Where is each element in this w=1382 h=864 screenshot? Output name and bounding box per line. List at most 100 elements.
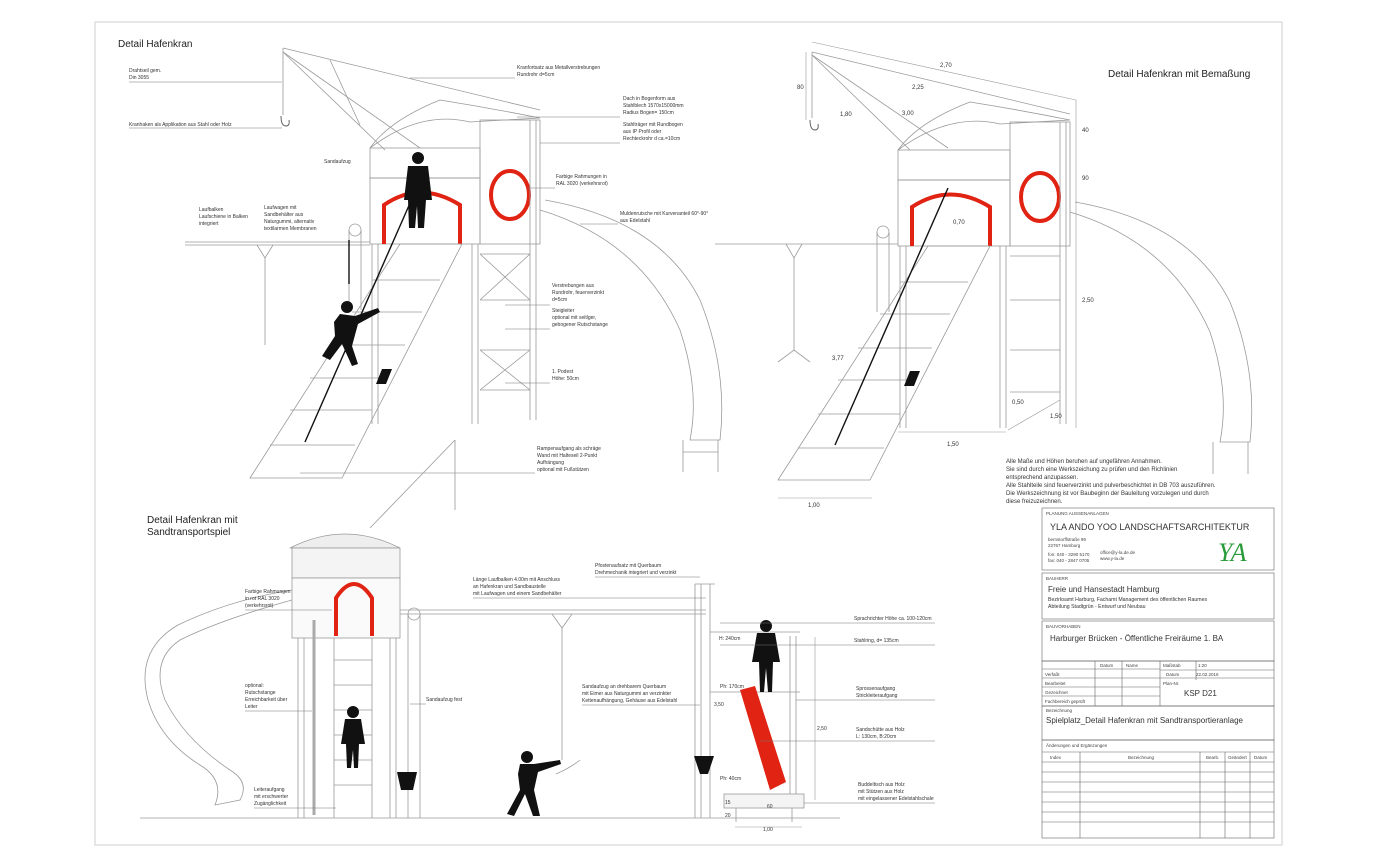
dim3-ph170: Ph: 170cm (720, 684, 744, 690)
lbl-kranhaken: Kranhaken als Applikation aus Stahl oder… (129, 122, 232, 128)
lbl-laufwagen-2: Naturgummi, alternativ (264, 219, 315, 225)
tb-massstab: Maßstab (1163, 663, 1181, 668)
tb-bauherr: Freie und Hansestadt Hamburg (1048, 585, 1160, 594)
lbl-laufbalken-1: Laufschiene in Balken (199, 214, 248, 220)
tb-planung-hdr: PLANUNG AUSSENANLAGEN (1046, 511, 1109, 516)
title-sand-2: Sandtransportspiel (147, 527, 230, 538)
lbl-drahtseil-1: Din 3055 (129, 75, 149, 81)
note-line-3: Alle Stahlteile sind feuerverzinkt und p… (1006, 483, 1216, 489)
lbl3-pfosten-1: Drehmechanik integriert und verzinkt (595, 570, 677, 576)
lbl3-sprach: Sprachrichter Höhe ca. 100-120cm (854, 616, 932, 622)
note-line-2: entsprechend anzupassen. (1006, 475, 1078, 481)
lbl-rutsche-0: Muldenrutsche mit Kurvenanteil 60°-90° (620, 211, 708, 217)
lbl-kranfortsatz-1: Rundrohr d=5cm (517, 72, 554, 78)
lbl3-leiter-0: Leiteraufgang (254, 787, 285, 793)
tb-bezeichnung-hdr: Bezeichnung (1046, 708, 1073, 713)
dims-view2: 2,70 2,25 3,00 1,80 80 40 90 0,70 2,50 3… (797, 63, 1094, 509)
tb-bauherr-sub-1: Abteilung Stadtgrün - Entwurf und Neubau (1048, 604, 1146, 610)
note-line-4: Die Werkszeichnung ist vor Baubeginn der… (1006, 491, 1209, 497)
tb-bezeichnung: Spielplatz_Detail Hafenkran mit Sandtran… (1046, 716, 1244, 725)
lbl-steigleiter-1: optional mit seitlger, (552, 315, 596, 321)
lbl3-rahmungen-2: (verkehrsrot) (245, 603, 274, 609)
dim-150a: 1,50 (1050, 414, 1062, 420)
child-silhouette-top (404, 152, 432, 228)
dim-270: 2,70 (940, 63, 952, 69)
lbl3-laufbalken-0: Länge Laufbalken 4.00m mit Anschluss (473, 577, 560, 583)
lbl-podest-1: Höhe: 50cm (552, 376, 579, 382)
lbl3-rutsch-2: Erreichbarkeit über (245, 697, 288, 703)
tb-plannr: KSP D21 (1184, 689, 1217, 698)
tb-aend-bez: Bezeichnung (1128, 755, 1155, 760)
lbl-verstrebungen-2: d=5cm (552, 297, 567, 303)
lbl3-rutsch-3: Leiter (245, 704, 258, 710)
lbl-laufbalken-0: Laufbalken (199, 207, 224, 213)
lbl3-dreh-1: mit Eimer aus Naturgummi an verzinkter (582, 691, 672, 697)
dim-070: 0,70 (953, 220, 965, 226)
tb-datum-val: 22.02.2016 (1196, 672, 1219, 677)
notes-block: Alle Maße und Höhen beruhen auf ungefähr… (1006, 459, 1216, 505)
lbl-verstrebungen-0: Verstrebungen aus (552, 283, 594, 289)
lbl-rutsche-1: aus Edelstahl (620, 218, 650, 224)
tb-address-1: 22767 Hamburg (1048, 543, 1081, 548)
dim-300: 3,00 (902, 111, 914, 117)
lbl3-rutsch-1: Rutschstange (245, 690, 276, 696)
dim-377: 3,77 (832, 356, 844, 362)
tb-grid-name: Name (1126, 663, 1139, 668)
lbl-drahtseil-0: Drahtseil gem. (129, 68, 161, 74)
lbl-dach-0: Dach in Bogenform aus (623, 96, 676, 102)
view-sandtransport: Detail Hafenkran mit Sandtransportspiel (140, 439, 935, 833)
title-dimensioned: Detail Hafenkran mit Bemaßung (1108, 69, 1250, 80)
tb-row-gezeichnet: Gezeichnet (1045, 690, 1069, 695)
lbl3-laufbalken-2: mit Laufwagen und einem Sandbehälter (473, 591, 562, 597)
lbl-laufwagen-3: textilarmen Membranen (264, 226, 317, 232)
tb-row-verfasst: Verfaßt (1045, 672, 1060, 677)
lbl3-dreh-0: Sandaufzug an drehbarem Querbaum (582, 684, 666, 690)
labels-view1: Drahtseil gem. Din 3055 Kranhaken als Ap… (129, 65, 708, 473)
dim3-60: 60 (767, 804, 773, 810)
note-line-1: Sie sind durch eine Werkszeichung zu prü… (1006, 467, 1177, 473)
lbl-dach-2: Radius Bogen= 150cm (623, 110, 674, 116)
lbl-sandaufzug: Sandaufzug (324, 159, 351, 165)
tb-phone-1: fax: 040 - 2847 0705 (1048, 558, 1090, 563)
tb-bauherr-sub-0: Bezirksamt Harburg, Fachamt Management d… (1048, 597, 1207, 603)
tb-aend-hdr: Änderungen und Ergänzungen (1046, 742, 1108, 748)
tb-firm: YLA ANDO YOO LANDSCHAFTSARCHITEKTUR (1050, 522, 1250, 532)
lbl3-sprossen-0: Sprossenaufgang (856, 686, 895, 692)
tb-logo: YA (1218, 538, 1247, 567)
lbl3-buddel-1: mit Stützen aus Holz (858, 789, 904, 795)
lbl-rahmungen-1: RAL 3020 (verkehrsrot) (556, 181, 608, 187)
dim3-h240: H: 240cm (719, 636, 740, 642)
lbl-rampe-1: Wand mit Halteseil 2-Punkt (537, 453, 598, 459)
note-line-0: Alle Maße und Höhen beruhen auf ungefähr… (1006, 459, 1162, 465)
dim-100: 1,00 (808, 503, 820, 509)
lbl-rampe-3: optional mit Fußstützen (537, 467, 589, 473)
dim3-15: 15 (725, 800, 731, 806)
lbl-verstrebungen-1: Rundrohr, feuerverzinkt (552, 290, 605, 296)
lbl-stahltraeger-2: Rechteckrohr d ca.=10cm (623, 136, 680, 142)
tb-row-bearbeitet: Bearbeitet (1045, 681, 1066, 686)
tb-aend-index: Index (1050, 755, 1062, 760)
lbl3-buddel-2: mit eingelassener Edelstahlschale (858, 796, 934, 802)
sheet-border (94, 21, 1283, 846)
tb-vorhaben: Harburger Brücken - Öffentliche Freiräum… (1050, 634, 1224, 643)
dim3-250: 2,50 (817, 726, 827, 732)
tb-grid-datum: Datum (1100, 663, 1114, 668)
dim3-ph40: Ph: 40cm (720, 776, 741, 782)
tb-aend-geaendert: Geändert (1228, 755, 1248, 760)
tb-mail-0: office@y-la.de.de (1100, 550, 1136, 555)
lbl3-rutsch-0: optional: (245, 683, 264, 689)
tb-address-0: bernstorffstraße 99 (1048, 537, 1086, 542)
lbl-laufbalken-2: integriert (199, 221, 219, 227)
title-block: PLANUNG AUSSENANLAGEN YLA ANDO YOO LANDS… (1041, 507, 1275, 839)
lbl3-schuette-0: Sandschütte aus Holz (856, 727, 905, 733)
lbl3-buddel-0: Buddeltisch aus Holz (858, 782, 905, 788)
labels-view3: Farbige Rahmungen in rot RAL 3020 (verke… (245, 563, 934, 833)
lbl-podest-0: 1. Podest (552, 369, 574, 375)
dim-40: 40 (1082, 128, 1089, 134)
lbl3-leiter-1: mit erschwerter (254, 794, 289, 800)
child-silhouette-ramp (322, 301, 380, 366)
tb-aend-bearb: Bearb. (1206, 755, 1219, 760)
lbl-steigleiter-0: Steigleiter (552, 308, 575, 314)
lbl3-sprossen-1: Strickleiteraufgang (856, 693, 898, 699)
